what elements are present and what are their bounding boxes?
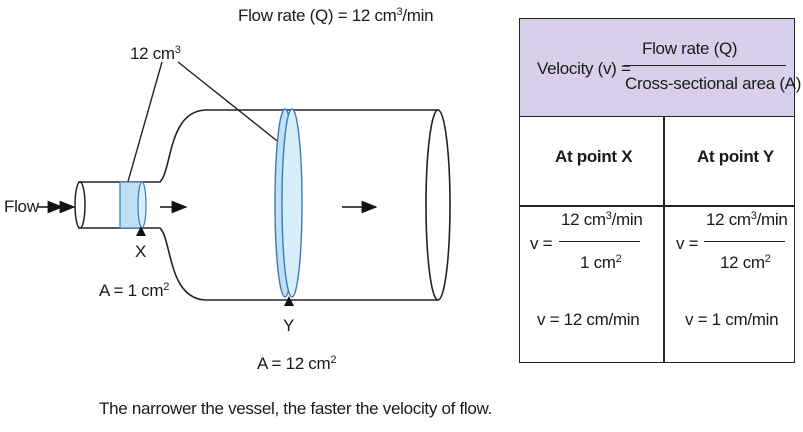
point-x-marker — [136, 226, 146, 236]
y-v-equals: v = — [676, 234, 699, 253]
vessel-diagram — [38, 61, 451, 306]
col-header-y: At point Y — [697, 147, 774, 166]
flow-rate-title: Flow rate (Q) = 12 cm3/min — [238, 6, 434, 25]
formula-denominator: Cross-sectional area (A) — [625, 74, 802, 93]
leader-line-y — [177, 61, 287, 149]
point-y-label: Y — [283, 316, 295, 335]
x-v-equals: v = — [530, 234, 553, 253]
point-x-area: A = 1 cm2 — [99, 281, 170, 300]
cross-section-x-face — [137, 181, 147, 229]
volume-label: 12 cm3 — [130, 44, 181, 63]
formula-numerator: Flow rate (Q) — [642, 39, 738, 58]
point-x-label: X — [135, 242, 147, 261]
y-fraction-bar — [704, 241, 785, 243]
x-fraction-bar — [559, 241, 640, 243]
col-header-x: At point X — [555, 147, 633, 166]
x-denominator: 1 cm2 — [580, 253, 622, 272]
wide-tube-opening — [425, 109, 451, 301]
formula-fraction-bar — [624, 65, 786, 67]
y-denominator: 12 cm2 — [720, 253, 771, 272]
y-result: v = 1 cm/min — [685, 310, 779, 329]
table-column-divider — [663, 116, 665, 362]
cross-section-y-face — [281, 108, 303, 298]
formula-left: Velocity (v) = — [537, 59, 631, 78]
point-y-area: A = 12 cm2 — [257, 354, 337, 373]
x-numerator: 12 cm3/min — [561, 210, 643, 229]
narrow-tube-opening — [74, 181, 86, 229]
velocity-table: Velocity (v) = Flow rate (Q) Cross-secti… — [519, 18, 801, 363]
narrow-tube — [78, 109, 438, 301]
formula-header — [520, 19, 794, 117]
point-y-marker — [284, 296, 294, 306]
flow-label: Flow — [4, 197, 39, 216]
leader-line-x — [126, 61, 163, 186]
y-numerator: 12 cm3/min — [706, 210, 788, 229]
caption: The narrower the vessel, the faster the … — [99, 399, 492, 418]
table-row-divider — [520, 205, 794, 207]
x-result: v = 12 cm/min — [537, 310, 640, 329]
